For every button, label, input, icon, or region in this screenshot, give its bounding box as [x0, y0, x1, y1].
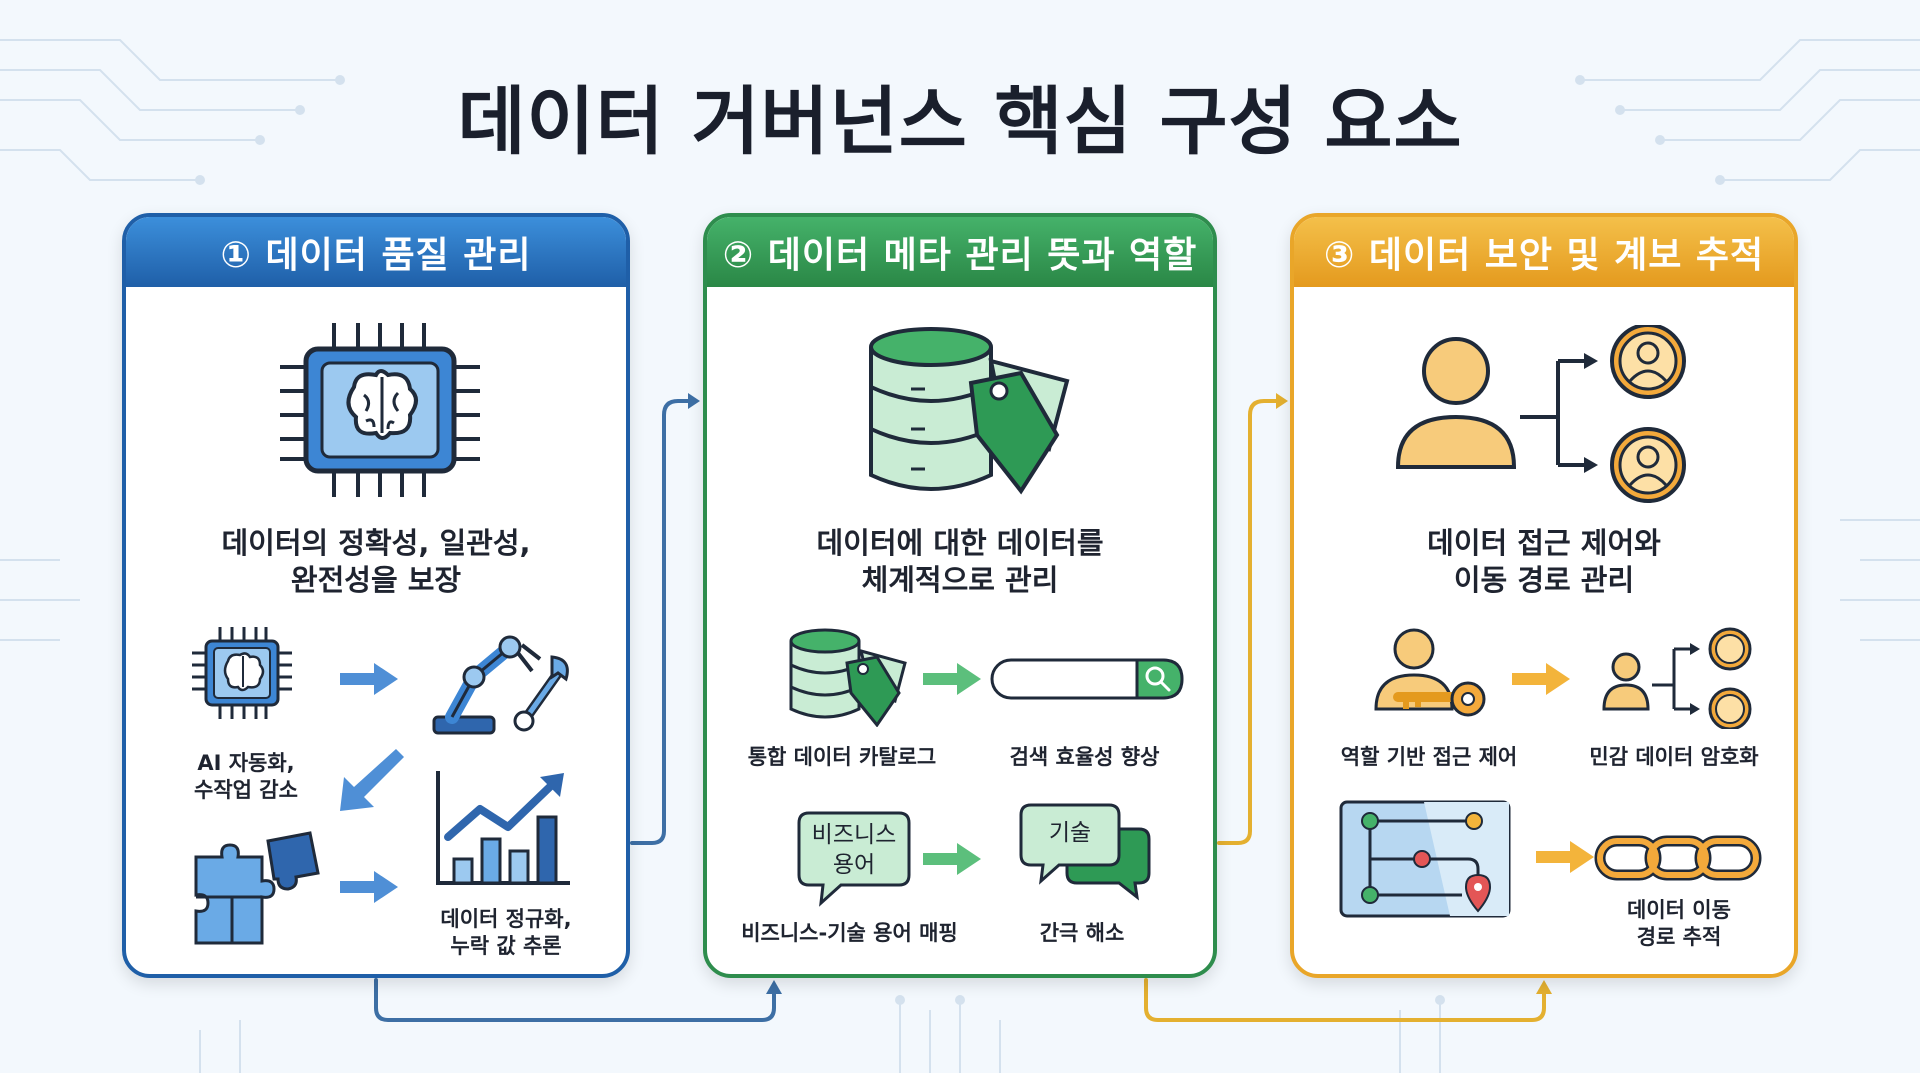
panel-description: 데이터에 대한 데이터를 체계적으로 관리 [816, 526, 1104, 597]
panel-header: ① 데이터 품질 관리 [126, 217, 626, 287]
item-label: 검색 효율성 향상 [1009, 745, 1160, 769]
arrow-right-icon [1536, 841, 1594, 873]
item-label: 간극 해소 [1039, 921, 1125, 945]
database-tag-icon [869, 327, 1070, 495]
search-bar-icon [990, 658, 1184, 700]
bubble-text: 기술 [1048, 820, 1092, 846]
arrow-right-icon [1512, 663, 1570, 695]
arrow-down-left-icon [340, 749, 404, 811]
user-branch-icon [1602, 627, 1752, 729]
panel-metadata: ② 데이터 메타 관리 뜻과 역할 데이터에 대한 데이터를 체계적으로 관리 … [703, 213, 1217, 978]
item-label: 데이터 정규화,누락 값 추론 [440, 907, 572, 958]
growth-chart-icon [436, 771, 570, 885]
panel-description: 데이터의 정확성, 일관성, 완전성을 보장 [221, 526, 531, 597]
puzzle-icon [194, 831, 320, 945]
database-tag-icon [789, 628, 907, 727]
ai-chip-icon [280, 323, 480, 497]
arrow-right-icon [923, 843, 981, 875]
chain-link-icon [1594, 835, 1762, 881]
panel-header: ② 데이터 메타 관리 뜻과 역할 [707, 217, 1213, 287]
robot-arm-wrench-icon [432, 635, 569, 735]
panel-data-quality: ① 데이터 품질 관리 데이터의 정확성, 일관성, 완전성을 보장 AI 자동… [122, 213, 630, 978]
item-label: AI 자동화,수작업 감소 [194, 751, 298, 802]
user-branch-icon [1395, 325, 1686, 503]
item-label: 역할 기반 접근 제어 [1340, 745, 1518, 769]
panel-description: 데이터 접근 제어와 이동 경로 관리 [1427, 526, 1661, 597]
item-label: 민감 데이터 암호화 [1589, 745, 1759, 769]
arrow-right-icon [340, 663, 398, 695]
arrow-right-icon [923, 663, 981, 695]
chat-bubbles-icon [1019, 803, 1151, 901]
panel-header: ③ 데이터 보안 및 계보 추적 [1294, 217, 1794, 287]
item-label: 비즈니스-기술 용어 매핑 [741, 921, 958, 945]
panel-security-lineage: ③ 데이터 보안 및 계보 추적 데이터 접근 제어와 이동 경로 관리 역할 … [1290, 213, 1798, 978]
speech-bubble-icon [797, 811, 911, 907]
page-title: 데이터 거버넌스 핵심 구성 요소 [457, 79, 1463, 165]
ai-chip-icon [192, 627, 292, 719]
arrow-right-icon [340, 871, 398, 903]
user-key-icon [1374, 628, 1486, 717]
lineage-map-icon [1339, 800, 1511, 918]
item-label: 통합 데이터 카탈로그 [747, 745, 937, 769]
